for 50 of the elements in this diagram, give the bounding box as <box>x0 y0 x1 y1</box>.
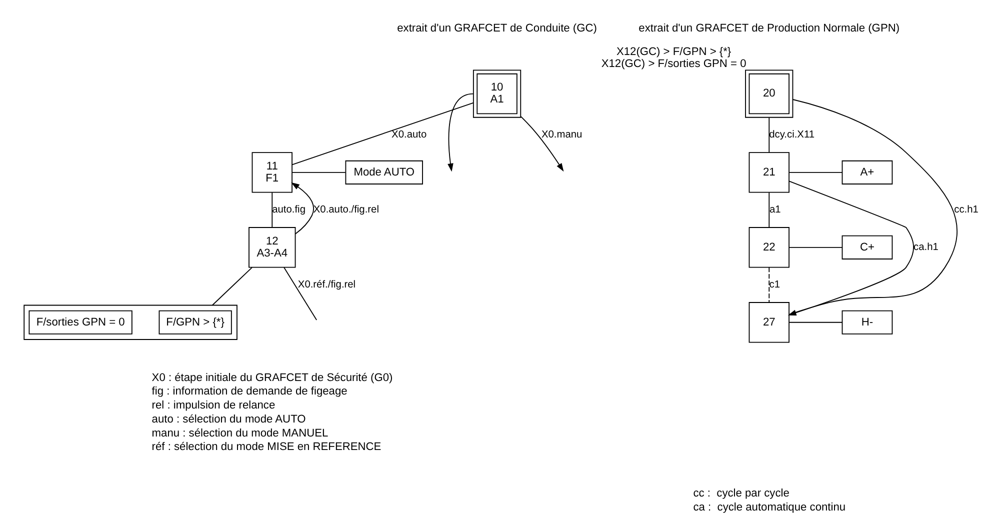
node-box: 20 <box>745 70 794 118</box>
node-box: 21 <box>748 152 790 193</box>
label: rel : impulsion de relance <box>152 400 276 412</box>
connector <box>272 192 273 228</box>
arrow <box>291 182 314 234</box>
node-label: X12(GC) > F/GPN > {*} <box>616 46 732 58</box>
node-box: C+ <box>842 235 893 260</box>
connector <box>768 117 770 153</box>
edge-label: X0.auto./fig.rel <box>313 204 379 216</box>
label: réf : sélection du mode MISE en REFERENCE <box>152 441 382 454</box>
node-box: 11 F1 <box>252 152 292 193</box>
label: manu : sélection du mode MANUEL <box>152 427 328 440</box>
node-box: 10 A1 <box>472 70 522 118</box>
node-box: 12 A3-A4 <box>248 227 296 268</box>
node-box: 27 <box>748 302 790 343</box>
arrow <box>448 93 474 172</box>
node-box: Mode AUTO <box>345 160 423 184</box>
label: ca : cycle automatique continu <box>693 501 846 514</box>
label: cc : cycle par cycle <box>693 487 790 500</box>
node-box: 22 <box>748 227 790 268</box>
node-box: A+ <box>842 160 893 184</box>
connector <box>284 267 318 320</box>
edge-label: ca.h1 <box>914 242 938 254</box>
node-box: F/GPN > {*} <box>158 310 232 334</box>
label: fig : information de demande de figeage <box>152 386 348 398</box>
edge-label: X0.auto <box>392 130 427 141</box>
label: auto : sélection du mode AUTO <box>152 413 306 426</box>
node-label: X12(GC) > F/sorties GPN = 0 <box>601 58 746 70</box>
connector <box>212 267 252 306</box>
edge-label: a1 <box>769 204 781 216</box>
label: X0 : étape initiale du GRAFCET de Sécurité (G0) <box>152 372 393 384</box>
label: extrait d'un GRAFCET de Conduite (GC) <box>397 22 597 34</box>
connector <box>292 172 346 173</box>
edge-label: c1 <box>769 279 780 290</box>
connector <box>788 322 843 323</box>
connector <box>768 267 770 303</box>
label: extrait d'un GRAFCET de Production Normale (GPN) <box>638 22 900 34</box>
connector <box>788 172 843 173</box>
node-box: F/sorties GPN = 0 <box>28 310 132 334</box>
arrow <box>520 116 564 172</box>
edge-label: dcy.ci.X11 <box>769 130 815 141</box>
edge-label: X0.manu <box>541 130 582 141</box>
connector <box>292 102 474 166</box>
connector <box>788 246 843 248</box>
connector <box>768 192 770 228</box>
node-box: H- <box>842 310 893 334</box>
edge-label: cc.h1 <box>954 204 978 216</box>
cluster <box>24 304 238 340</box>
edge-label: auto.fig <box>272 204 306 216</box>
edge-label: X0.réf./fig.rel <box>298 279 356 290</box>
